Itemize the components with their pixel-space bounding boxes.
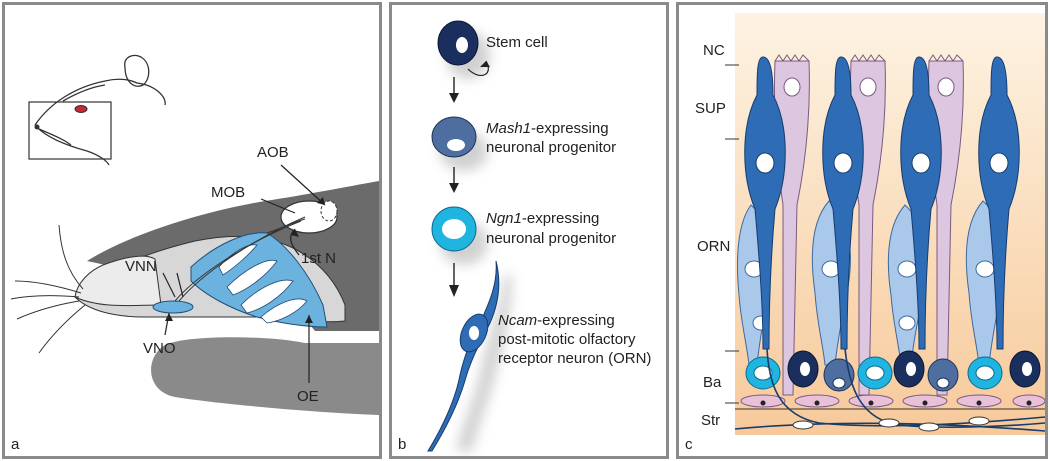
arrow-heads [165, 197, 325, 323]
label-mob: MOB [211, 184, 245, 201]
lineage-arrow-head-3 [449, 285, 459, 297]
mash1-progenitor [431, 116, 477, 158]
stage-3-line2: post-mitotic olfactory [498, 331, 636, 348]
stage-1-line1: Mash1-expressing [486, 120, 609, 137]
turbinates [218, 244, 308, 324]
mouse-head-outline [34, 54, 166, 166]
mature-orns [744, 56, 1020, 350]
layer-label-str: Str [701, 412, 720, 429]
lineage-arrow-head-1 [449, 93, 459, 103]
stage-3-line1: Ncam-expressing [498, 312, 615, 329]
panel-a-illustration: AOB MOB 1st N VNN VNO OE a [10, 54, 379, 453]
panel-c: NC SUP ORN Ba Str [676, 2, 1048, 459]
panel-letter-b: b [398, 436, 406, 453]
layer-ticks [725, 64, 739, 404]
basal-globose-ngn1-nuclei [753, 365, 995, 381]
stage-0-label: Stem cell [486, 34, 548, 51]
snout [74, 255, 162, 307]
inset-box [28, 101, 112, 160]
whiskers [10, 224, 86, 354]
accessory-olfactory-bulb [320, 200, 338, 222]
ngn1-progenitor-nucleus [442, 219, 466, 239]
self-renewal-arrow-head [480, 61, 490, 67]
panel-b: Stem cell Mash1-expressing neuronal prog… [389, 2, 669, 459]
stem-cell-nucleus [456, 37, 468, 53]
orn-neuron-nucleus [469, 326, 479, 340]
vomeronasal-organ [152, 300, 194, 314]
layer-label-nc: NC [703, 42, 725, 59]
stage-3-line3: receptor neuron (ORN) [498, 350, 651, 367]
basal-mash1-cells [823, 358, 959, 392]
mouse-eye [74, 105, 88, 113]
layer-label-ba: Ba [703, 374, 722, 391]
label-arrows [162, 164, 326, 383]
ensheathing-cells [792, 416, 990, 432]
horizontal-basal-nuclei [760, 400, 1032, 406]
panel-a: AOB MOB 1st N VNN VNO OE a [2, 2, 382, 459]
lower-jaw [151, 337, 379, 415]
mash1-progenitor-nucleus [447, 139, 465, 151]
stage-1-line2: neuronal progenitor [486, 139, 616, 156]
label-vnn: VNN [125, 258, 157, 275]
basal-mash1-nuclei [832, 377, 950, 389]
label-1st-n: 1st N [301, 250, 336, 267]
layer-label-sup: SUP [695, 100, 726, 117]
orn-neuron-shadow [456, 275, 512, 451]
panel-b-illustration: Stem cell Mash1-expressing neuronal prog… [398, 20, 651, 453]
basal-stem-nuclei [800, 362, 1032, 376]
mouse-nose [34, 124, 40, 130]
label-oe: OE [297, 388, 319, 405]
stage-2-line1: Ngn1-expressing [486, 210, 599, 227]
layer-label-orn: ORN [697, 238, 730, 255]
label-aob: AOB [257, 144, 289, 161]
lineage-arrow-head-2 [449, 183, 459, 193]
panel-c-illustration: NC SUP ORN Ba Str [685, 13, 1045, 453]
panel-letter-c: c [685, 436, 693, 453]
stage-2-line2: neuronal progenitor [486, 230, 616, 247]
label-vno: VNO [143, 340, 176, 357]
sustentacular-nuclei [783, 77, 955, 97]
sustentacular-cilia [774, 54, 964, 62]
olfactory-nerves [174, 216, 306, 302]
mature-orn-nuclei [755, 152, 1009, 174]
panel-letter-a: a [11, 436, 20, 453]
